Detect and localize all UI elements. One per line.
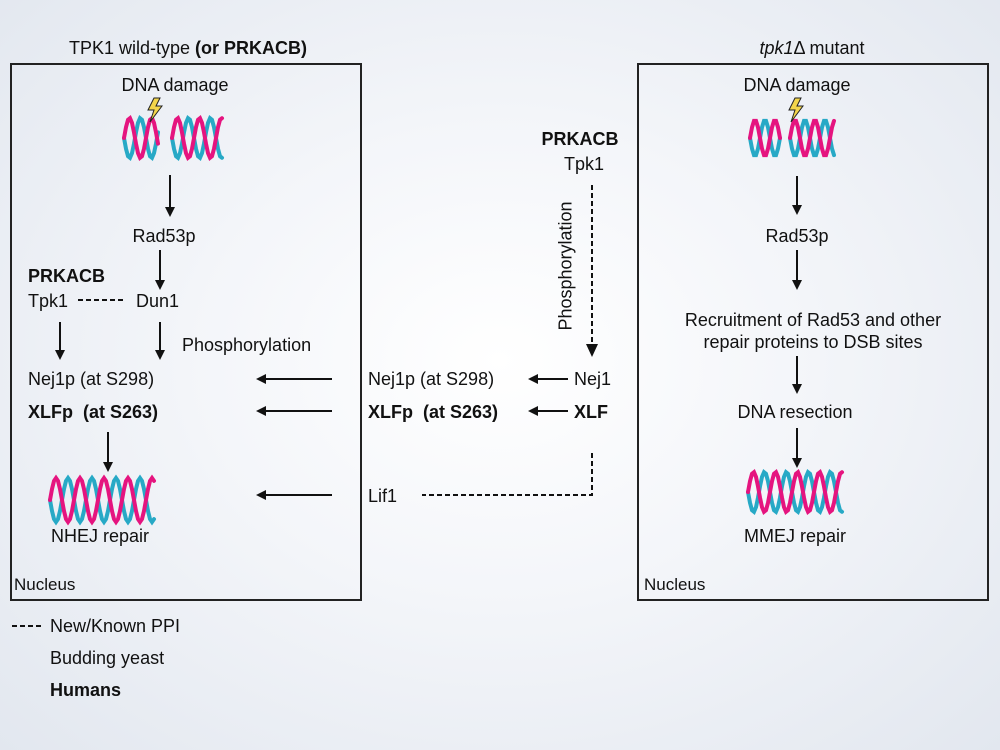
right-panel-header: tpk1Δ mutant bbox=[759, 38, 865, 58]
left-dun1: Dun1 bbox=[136, 291, 180, 311]
right-recruitment-line1: Recruitment of Rad53 and other bbox=[684, 310, 942, 330]
middle-nej1p: Nej1p (at S298) bbox=[368, 369, 495, 389]
right-nucleus: Nucleus bbox=[644, 575, 706, 594]
lightning-icon bbox=[788, 97, 804, 123]
dna-helix-icon bbox=[122, 114, 224, 162]
middle-lif1: Lif1 bbox=[368, 486, 398, 506]
legend-ppi: New/Known PPI bbox=[50, 616, 181, 636]
middle-tpk1: Tpk1 bbox=[563, 154, 605, 174]
middle-xlf: XLF bbox=[574, 402, 608, 422]
right-repair: MMEJ repair bbox=[743, 526, 847, 546]
left-phosphorylation: Phosphorylation bbox=[182, 335, 312, 355]
middle-nej1: Nej1 bbox=[574, 369, 612, 389]
middle-prkacb: PRKACB bbox=[541, 129, 619, 149]
left-dna-damage: DNA damage bbox=[121, 75, 229, 95]
middle-xlfp: XLFp (at S263) bbox=[368, 402, 499, 422]
dna-helix-icon bbox=[748, 118, 836, 158]
left-nucleus: Nucleus bbox=[14, 575, 76, 594]
dna-helix-icon bbox=[48, 474, 156, 526]
right-resection: DNA resection bbox=[737, 402, 853, 422]
left-repair: NHEJ repair bbox=[50, 526, 150, 546]
right-recruitment-line2: repair proteins to DSB sites bbox=[703, 332, 923, 352]
left-prkacb: PRKACB bbox=[28, 266, 106, 286]
left-xlfp: XLFp (at S263) bbox=[28, 402, 159, 422]
left-tpk1: Tpk1 bbox=[28, 291, 69, 311]
middle-phosphorylation: Phosphorylation bbox=[555, 201, 576, 331]
legend-yeast: Budding yeast bbox=[50, 648, 165, 668]
dashed-xlf-lif1 bbox=[422, 453, 593, 496]
right-rad53p: Rad53p bbox=[765, 226, 829, 246]
right-dna-damage: DNA damage bbox=[743, 75, 851, 95]
left-nej1p: Nej1p (at S298) bbox=[28, 369, 155, 389]
left-rad53p: Rad53p bbox=[132, 226, 196, 246]
legend-humans: Humans bbox=[50, 680, 122, 700]
right-panel-box bbox=[637, 63, 989, 601]
dashed-arrow-head bbox=[586, 344, 598, 357]
left-panel-header: TPK1 wild-type (or PRKACB) bbox=[68, 38, 308, 58]
dna-helix-icon bbox=[746, 468, 844, 516]
left-panel-box bbox=[10, 63, 362, 601]
lightning-icon bbox=[147, 97, 163, 123]
